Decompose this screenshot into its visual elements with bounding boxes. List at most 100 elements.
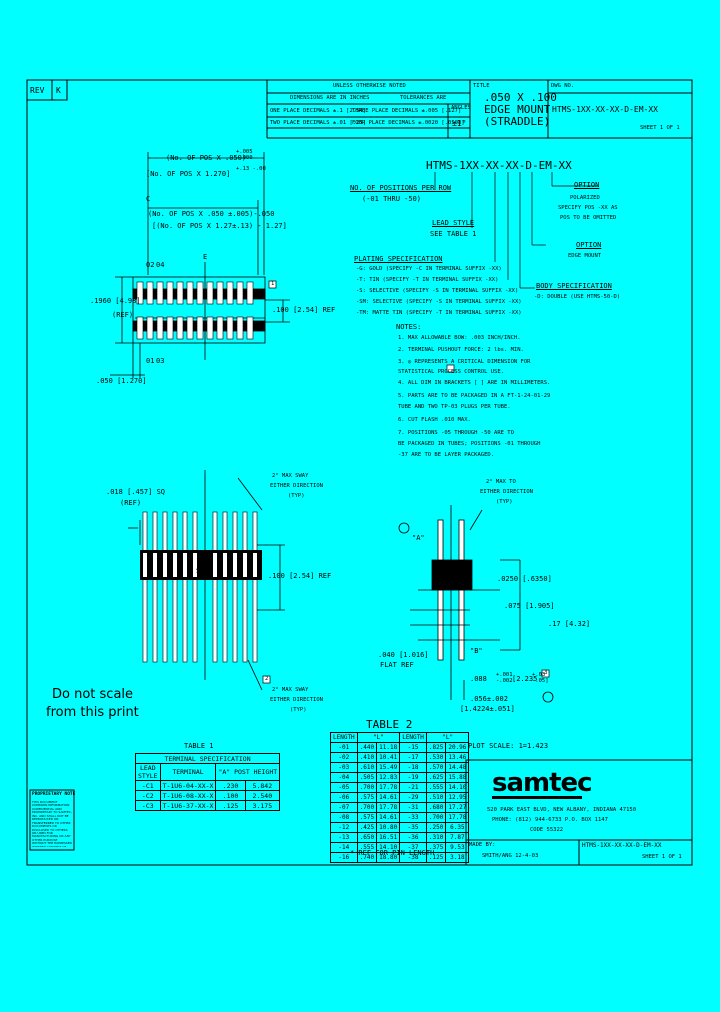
table2-cell: 17.27: [445, 802, 470, 813]
table2-cell: .310: [425, 832, 447, 843]
table1-caption: TABLE 1: [184, 742, 214, 750]
spc-marker-side: 2: [265, 676, 269, 682]
table2-cell: 16.51: [376, 832, 401, 843]
sway-top-1: 2° MAX SWAY: [272, 473, 309, 479]
table2-cell: .575: [356, 812, 378, 823]
note-5b: TUBE AND TWO TP-03 PLUGS PER TUBE.: [398, 404, 511, 410]
table-row: -C3 T-1U6-37-XX-X .125 3.175: [135, 800, 281, 811]
sway-top-3: (TYP): [288, 493, 305, 499]
table2-cell: .700: [425, 812, 447, 823]
pitch-100-dim: .100 [2.54] REF: [268, 572, 332, 580]
pos-1270-dim: [No. OF POS X 1.270]: [146, 170, 231, 178]
table2-cell: .680: [425, 802, 447, 813]
end-dim-088-tol: +.001 -.002: [496, 672, 513, 684]
plating-item-tm: -TM: MATTE TIN (SPECIFY -T IN TERMINAL S…: [356, 310, 522, 316]
table2-cell: -02: [330, 752, 358, 763]
proprietary-text: THIS DOCUMENT CONTAINS INFORMATION CONFI…: [32, 801, 72, 847]
lead-style-label: LEAD STYLE: [432, 219, 475, 227]
table2-cell: 14.10: [445, 782, 470, 793]
company-address: 520 PARK EAST BLVD, NEW ALBANY, INDIANA …: [487, 807, 637, 813]
table-row: -C2 T-1U6-08-XX-X .100 2.540: [135, 790, 281, 801]
pos-1270-tol: +.13 -.00: [236, 166, 266, 172]
title-line-2: EDGE MOUNT: [484, 103, 551, 116]
note-7c: -37 ARE TO BE LAYER PACKAGED.: [398, 452, 495, 458]
table1-header: TERMINAL SPECIFICATION: [134, 753, 281, 764]
dwg-label: DWG NO.: [551, 83, 575, 89]
plating-item-g: -G: GOLD (SPECIFY -C IN TERMINAL SUFFIX …: [356, 266, 502, 272]
table2-cell: .825: [425, 742, 447, 753]
table1-cell: T-1U6-04-XX-X: [159, 780, 217, 791]
do-not-scale-2: from this print: [46, 705, 139, 720]
title-label: TITLE: [473, 83, 490, 89]
bottom-part-code: HTMS-1XX-XX-XX-D-EM-XX: [582, 842, 662, 849]
table1-col-lead: LEAD STYLE: [135, 763, 161, 781]
table2-cell: .610: [356, 762, 378, 773]
table2-cell: -29: [399, 792, 427, 803]
end-dim-17: .17 [4.32]: [548, 620, 591, 628]
table1-col-height: POST HEIGHT: [234, 768, 278, 776]
row-pitch-dim: .100 [2.54] REF: [272, 306, 336, 314]
end-dim-088-mm: [2.235: [512, 675, 538, 683]
plating-item-t: -T: TIN (SPECIFY -T IN TERMINAL SUFFIX -…: [356, 277, 499, 283]
table2-cell: -08: [330, 812, 358, 823]
pin-03-label: 03: [156, 357, 165, 365]
pitch-dim: .050 [1.270]: [96, 377, 147, 385]
rev-value: K: [56, 86, 61, 95]
table2-cell: 14.61: [376, 792, 401, 803]
table2-cell: 10.41: [376, 752, 401, 763]
table2-col-l2: "L": [425, 732, 470, 743]
table2-cell: -35: [399, 822, 427, 833]
positions-label: NO. OF POSITIONS PER ROW: [350, 184, 452, 192]
label-c: C: [146, 195, 151, 203]
table2-cell: 7.87: [445, 832, 470, 843]
table2-cell: 6.35: [445, 822, 470, 833]
table2-cell: 11.18: [376, 742, 401, 753]
plating-item-sm: -SM: SELECTIVE (SPECIFY -S IN TERMINAL S…: [356, 299, 522, 305]
body-spec-value: -D: DOUBLE (USE HTMS-50-D): [534, 294, 621, 300]
edge-option-value: EDGE MOUNT: [568, 253, 602, 259]
table2-cell: -03: [330, 762, 358, 773]
table1-cell: T-1U6-37-XX-X: [159, 800, 217, 811]
table2-cell: -21: [399, 782, 427, 793]
end-label-b: "B": [470, 647, 483, 655]
note-3b: STATISTICAL PROCESS CONTROL USE.: [398, 369, 504, 375]
sway-bot-3: (TYP): [290, 707, 307, 713]
table2-cell: 10.80: [376, 822, 401, 833]
end-dim-056-mm: [1.4224±.051]: [460, 705, 515, 713]
spc-marker-end: 3: [544, 670, 548, 676]
sway-bot-1: 2° MAX SWAY: [272, 687, 309, 693]
sway-top-2: EITHER DIRECTION: [270, 483, 323, 489]
table2-cell: 17.78: [445, 812, 470, 823]
tolerances-are: TOLERANCES ARE: [400, 95, 447, 101]
part-number-code: HTMS-1XX-XX-XX-D-EM-XX: [426, 159, 572, 172]
label-e: E: [203, 253, 208, 261]
option-label: OPTION: [574, 181, 600, 189]
table1-cell: -C2: [135, 790, 161, 801]
table2-cell: -13: [330, 832, 358, 843]
sq-ref: (REF): [120, 499, 142, 507]
height-dim: .1960 [4.98]: [90, 297, 141, 305]
table1-cell: 3.175: [244, 800, 281, 811]
note-7b: BE PACKAGED IN TUBES; POSITIONS -01 THRO…: [398, 441, 541, 447]
table2-cell: .530: [425, 752, 447, 763]
label-s: S: [196, 567, 201, 575]
see-table-1: SEE TABLE 1: [430, 230, 477, 238]
made-by-label: MADE BY:: [469, 842, 496, 848]
table1-cell: 2.540: [244, 790, 281, 801]
table2-cell: 9.53: [445, 842, 470, 853]
rev-label: REV: [30, 86, 45, 95]
table2-cell: 14.61: [376, 812, 401, 823]
table1-cell: 5.842: [244, 780, 281, 791]
height-ref: (REF): [112, 311, 134, 319]
spc-marker-top: 1: [271, 281, 275, 287]
table2-col-l1: "L": [356, 732, 401, 743]
end-dim-056: .056±.002: [470, 695, 508, 703]
table1-cell: .100: [215, 790, 246, 801]
table2-cell: 17.78: [376, 782, 401, 793]
table2-cell: .510: [425, 792, 447, 803]
